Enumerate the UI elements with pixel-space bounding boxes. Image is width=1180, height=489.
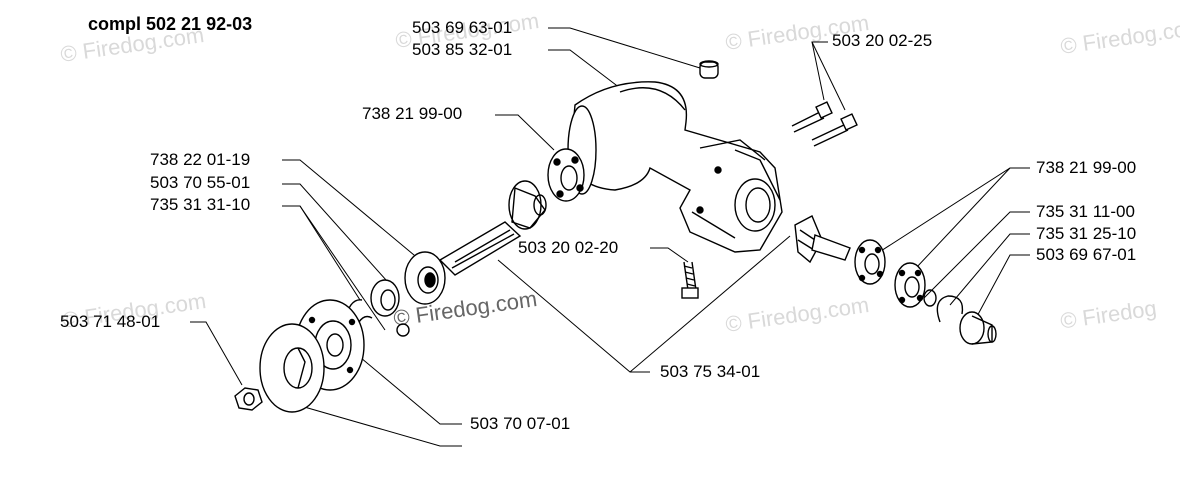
bearing <box>854 239 886 285</box>
part-label: 503 69 67-01 <box>1036 245 1137 264</box>
part-label: 738 22 01-19 <box>150 150 251 169</box>
bearing <box>404 251 446 305</box>
part-label: 503 20 02-25 <box>832 31 933 50</box>
part-label: 503 70 55-01 <box>150 173 251 192</box>
leader-lines <box>190 27 1030 447</box>
screws <box>791 101 858 147</box>
screw <box>681 261 699 299</box>
part-label: 503 71 48-01 <box>60 312 161 331</box>
gear-housing <box>567 81 783 253</box>
part-label: 735 31 31-10 <box>150 195 251 214</box>
output-hub <box>959 311 997 345</box>
circlip <box>923 289 964 323</box>
part-label: 735 31 25-10 <box>1036 224 1137 243</box>
part-label: 503 75 34-01 <box>660 362 761 381</box>
bevel-gear <box>794 215 851 264</box>
plug <box>699 60 719 79</box>
part-label: 735 31 11-00 <box>1036 202 1135 221</box>
spacer <box>344 279 410 337</box>
pinion-shaft <box>438 180 547 276</box>
bearing <box>894 262 926 308</box>
bearing <box>547 148 585 202</box>
part-label: 503 20 02-20 <box>518 238 619 257</box>
part-label: 503 85 32-01 <box>412 40 513 59</box>
assembly-title: compl 502 21 92-03 <box>88 14 253 34</box>
part-label: 503 69 63-01 <box>412 18 513 37</box>
support-cup <box>259 323 325 413</box>
nut <box>234 387 263 411</box>
part-label: 738 21 99-00 <box>1036 158 1137 177</box>
part-label: 503 70 07-01 <box>470 414 571 433</box>
part-label: 738 21 99-00 <box>362 104 463 123</box>
